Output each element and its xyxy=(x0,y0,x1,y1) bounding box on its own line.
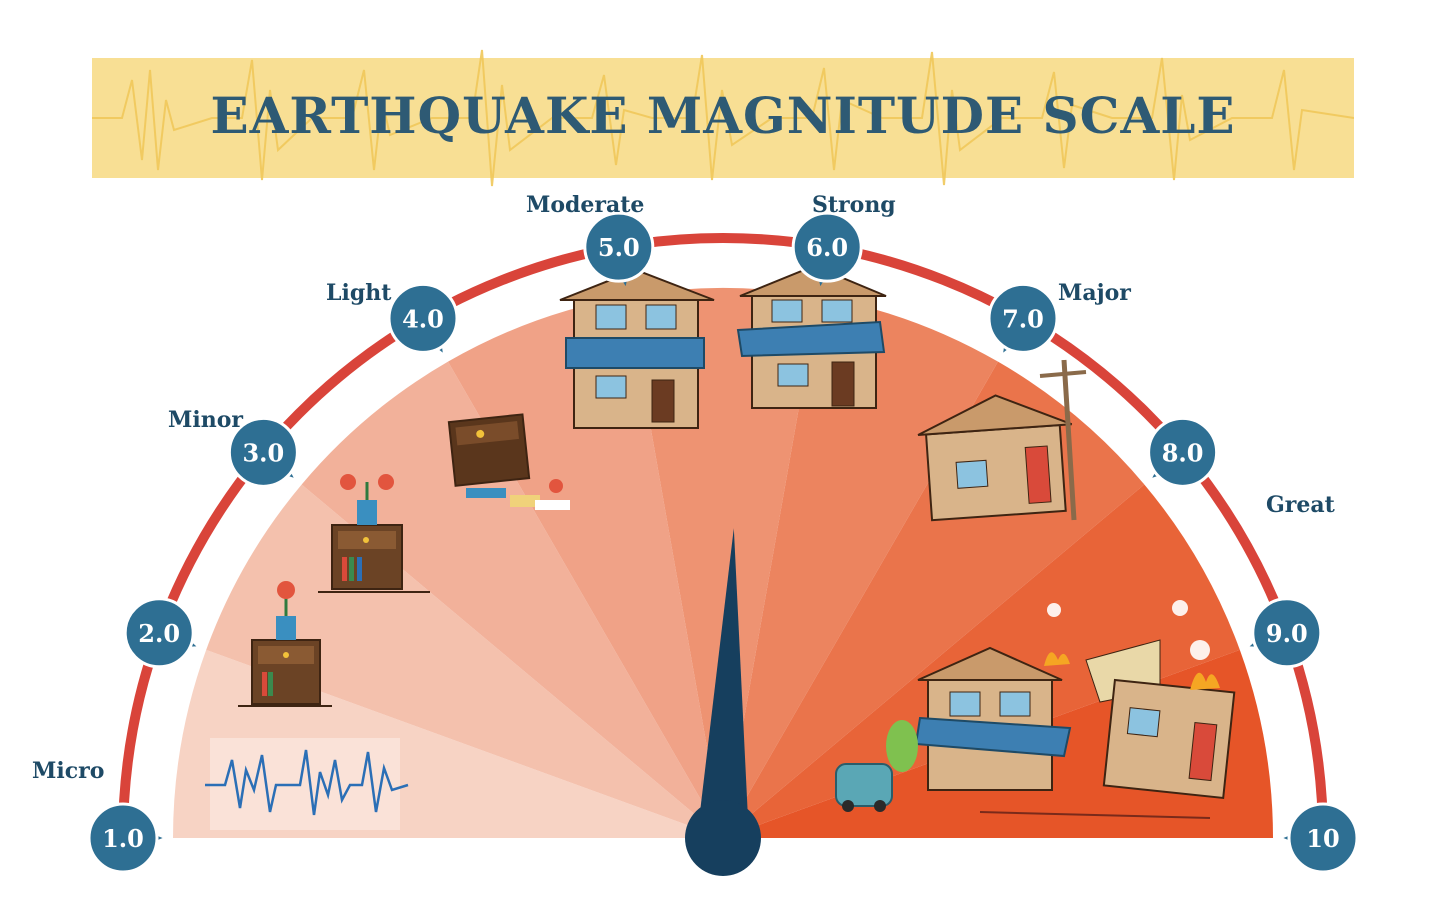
magnitude-marker: 8.0 xyxy=(1147,416,1219,488)
magnitude-marker-label: 3.0 xyxy=(242,438,284,467)
shaking-cabinet-icon xyxy=(318,474,430,593)
magnitude-marker: 2.0 xyxy=(123,597,197,669)
magnitude-marker: 1.0 xyxy=(87,802,163,874)
category-label-micro: Micro xyxy=(32,758,105,784)
seismic-wave-decoration xyxy=(92,49,1354,187)
seismograph-wave-icon xyxy=(205,738,409,830)
needle-pivot xyxy=(685,800,761,876)
collapsed-buildings-fire-icon xyxy=(835,600,1236,819)
magnitude-marker-label: 8.0 xyxy=(1162,438,1204,467)
fallen-cabinet-icon xyxy=(447,413,570,510)
magnitude-marker: 7.0 xyxy=(987,282,1059,354)
magnitude-markers: 1.0 2.0 3.0 4.0 5.0 6.0 7.0 8.0 9.0 10 xyxy=(87,211,1359,874)
gauge-illustrations xyxy=(205,264,1236,830)
magnitude-marker: 4.0 xyxy=(387,282,459,354)
magnitude-marker-label: 6.0 xyxy=(806,233,848,262)
category-label-light: Light xyxy=(326,280,392,306)
magnitude-marker-label: 10 xyxy=(1306,824,1339,853)
magnitude-marker-label: 1.0 xyxy=(102,824,144,853)
magnitude-marker: 3.0 xyxy=(227,416,299,488)
category-label-strong: Strong xyxy=(812,192,896,218)
category-label-great: Great xyxy=(1266,492,1335,518)
house-moderate-icon xyxy=(559,268,715,429)
magnitude-marker-label: 5.0 xyxy=(598,233,640,262)
category-label-major: Major xyxy=(1058,280,1131,306)
house-strong-icon xyxy=(736,264,887,409)
category-label-moderate: Moderate xyxy=(526,192,645,218)
magnitude-marker: 6.0 xyxy=(791,211,863,287)
title-banner xyxy=(92,49,1354,187)
magnitude-marker: 5.0 xyxy=(583,211,655,287)
category-label-minor: Minor xyxy=(168,407,243,433)
scale-arc xyxy=(118,233,1328,839)
cabinet-with-plant-icon xyxy=(238,581,332,707)
magnitude-marker-label: 7.0 xyxy=(1002,304,1044,333)
gauge-sector xyxy=(301,361,723,838)
magnitude-marker: 10 xyxy=(1283,802,1359,874)
house-major-damaged-icon xyxy=(917,359,1087,522)
gauge-needle xyxy=(697,528,749,839)
magnitude-marker-label: 9.0 xyxy=(1266,619,1308,648)
magnitude-marker-label: 4.0 xyxy=(402,304,444,333)
needle-pointer xyxy=(697,528,749,839)
magnitude-marker-label: 2.0 xyxy=(138,619,180,648)
magnitude-marker: 9.0 xyxy=(1249,597,1323,669)
page-title: EARTHQUAKE MAGNITUDE SCALE xyxy=(210,86,1236,145)
